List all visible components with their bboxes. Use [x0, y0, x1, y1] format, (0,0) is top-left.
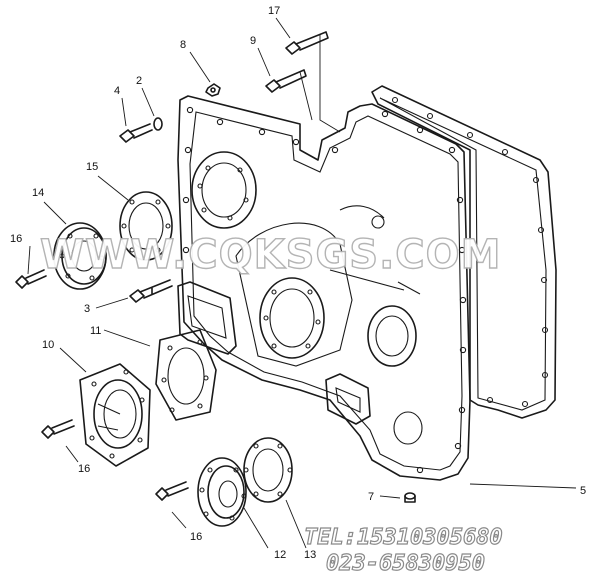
capscrew-part-4 [119, 123, 153, 143]
callout-16-upper: 16 [10, 233, 22, 245]
callout-17: 17 [268, 5, 280, 17]
cover-plate-part-12 [197, 457, 247, 527]
washer-part-2 [153, 117, 163, 131]
capscrew-part-16-middle [41, 419, 75, 439]
gasket-part-13 [243, 437, 293, 503]
gasket-part-11 [155, 329, 217, 421]
callout-11: 11 [90, 325, 101, 337]
contact-tel: TEL:15310305680 [304, 525, 503, 550]
callout-8: 8 [180, 39, 186, 51]
capscrew-part-16-upper [15, 269, 47, 289]
gasket-part-5 [371, 85, 557, 419]
capscrew-part-16-lower [155, 481, 189, 501]
callout-13: 13 [304, 549, 316, 561]
cover-plate-part-14 [53, 222, 107, 290]
plug-part-7 [404, 492, 416, 503]
capscrew-part-9 [265, 69, 307, 93]
callout-2: 2 [136, 75, 142, 87]
capscrew-part-3 [129, 279, 173, 303]
nut-part-8 [205, 83, 221, 97]
capscrew-part-17 [285, 31, 329, 55]
watermark-url: WWW.CQKSGS.COM [40, 232, 501, 278]
gear-housing [177, 95, 471, 481]
callout-15: 15 [86, 161, 98, 173]
callout-16-lower: 16 [190, 531, 202, 543]
callout-14: 14 [32, 187, 44, 199]
callout-12: 12 [274, 549, 286, 561]
callout-9: 9 [250, 35, 256, 47]
gasket-part-15 [119, 191, 173, 261]
callout-10: 10 [42, 339, 54, 351]
contact-phone: 023-65830950 [326, 551, 485, 576]
callout-labels: 17 8 9 4 2 15 14 16 3 11 10 16 16 12 13 … [10, 5, 586, 561]
seal-cover-part-10 [79, 363, 151, 467]
callout-5: 5 [580, 485, 586, 497]
callout-4: 4 [114, 85, 120, 97]
callout-16-middle: 16 [78, 463, 90, 475]
callout-3: 3 [84, 303, 90, 315]
leader-lines [27, 17, 577, 549]
callout-7: 7 [368, 491, 374, 503]
